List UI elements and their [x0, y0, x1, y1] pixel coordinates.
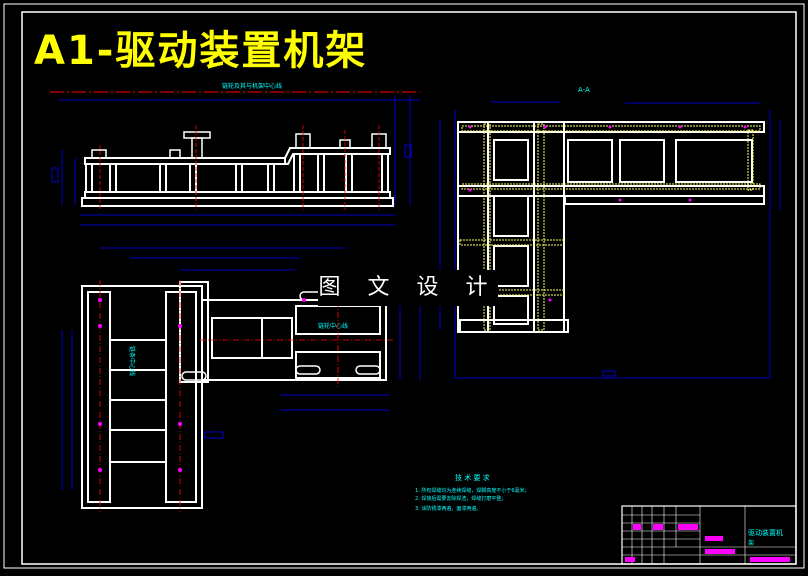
title-block-part-name: 驱动装置机: [748, 528, 783, 537]
tech-heading: 技 术 要 求: [455, 473, 490, 482]
plan-label-right: 链轮中心线: [318, 322, 348, 330]
plan-left-rail: [87, 291, 111, 503]
section-label: A-A: [578, 86, 590, 94]
front-base-beam: [81, 197, 394, 207]
tech-item-2: 2. 焊接后需要去除焊渣，焊缝打磨平整；: [415, 495, 506, 502]
section-mid-rail: [457, 185, 765, 197]
tech-item-1: 1. 所有焊缝均为连续焊缝，焊脚高度不小于6毫米；: [415, 487, 530, 494]
tech-requirements: 技 术 要 求 1. 所有焊缝均为连续焊缝，焊脚高度不小于6毫米； 2. 焊接后…: [415, 473, 530, 512]
plan-label-left: 链条中心线: [128, 346, 136, 376]
front-columns: [85, 153, 389, 193]
title-block: 驱动装置机 架: [621, 505, 797, 565]
front-dim-text-right: [404, 144, 412, 158]
front-dim-text-left: [51, 167, 59, 183]
front-view: 链轮及其与机架中心线: [50, 82, 420, 226]
title-block-part-suffix: 架: [748, 539, 754, 547]
watermark: 图 文 设 计: [318, 270, 498, 306]
section-bolt-holes: [468, 125, 747, 302]
section-vertical-cells: [493, 139, 529, 325]
plan-rungs: [110, 339, 166, 463]
section-dim-text: [602, 370, 616, 377]
outer-border: [3, 3, 805, 569]
plan-centerlines: [99, 280, 395, 512]
section-welds: [459, 123, 761, 331]
plan-bolt-holes: [98, 298, 306, 472]
front-view-note: 链轮及其与机架中心线: [222, 82, 282, 90]
section-lower-rail: [564, 195, 765, 205]
plan-view: 链条中心线 链轮中心线: [61, 247, 421, 512]
plan-dim-text: [204, 431, 224, 439]
title-block-grid: [622, 506, 796, 564]
inner-border: [21, 11, 797, 565]
plan-outer-frame: [81, 285, 203, 509]
section-bottom-rail: [459, 319, 569, 333]
section-view: A-A: [439, 86, 781, 379]
title-block-fill: [625, 524, 790, 562]
drawing-title: A1-驱动装置机架: [34, 28, 368, 74]
title-block-frame: [621, 505, 797, 565]
tech-item-3: 3. 涂防锈漆两遍，面漆两遍。: [415, 505, 481, 512]
section-cells: [567, 139, 753, 183]
front-vertical-centerlines: [99, 125, 380, 210]
